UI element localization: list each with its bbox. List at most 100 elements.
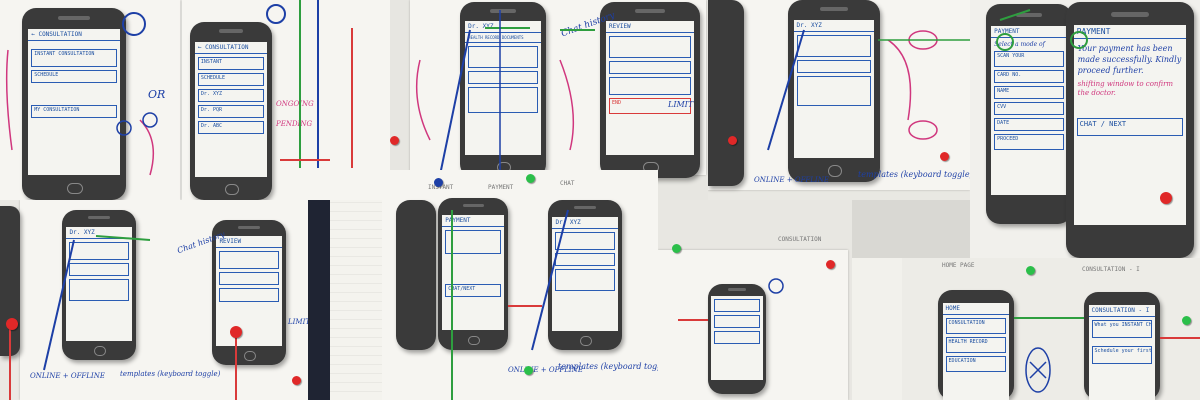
input-bar: [69, 262, 129, 276]
message-box: [445, 229, 501, 254]
pushpin: [230, 326, 242, 338]
pushpin: [1182, 316, 1191, 325]
annotation-strokes: [1014, 317, 1200, 393]
annotation-strokes: [451, 209, 569, 400]
health-record-button: HEALTH RECORD: [945, 337, 1007, 354]
panel-payment-chat-sketch: INSTANT PAYMENT CHAT PAYMENT CHAT/NEXT D…: [382, 170, 658, 400]
online-note: ONLINE + OFFLINE: [754, 176, 829, 184]
name-field: NAME: [994, 86, 1064, 99]
phone-screen: [711, 296, 763, 380]
consultation-i-label: CONSULTATION - I: [1082, 266, 1140, 273]
success-text: Your payment has been made successfully.…: [1077, 44, 1182, 76]
phone-mockup: [708, 284, 766, 394]
list-row: [714, 331, 760, 345]
message-bubble: [468, 46, 538, 69]
phone-mockup: [396, 200, 436, 350]
templates-note: templates (keyboard toggle): [558, 362, 658, 371]
doctor-row: Dr. ABC: [197, 120, 265, 134]
phone-speaker: [87, 216, 111, 219]
input-bar: [219, 271, 279, 285]
card-field: CARD NO.: [994, 70, 1064, 83]
phone-speaker: [820, 7, 848, 11]
panel-chat-sketch-2: Dr. XYZ templates (keyboard toggle) ONLI…: [708, 0, 970, 200]
phone-mockup: ← CONSULTATION INSTANT CONSULTATION SCHE…: [22, 8, 126, 200]
chat-label: CHAT: [560, 180, 575, 187]
phone-home-button: [66, 182, 84, 195]
phone-screen: PAYMENT Your payment has been made succe…: [1073, 25, 1187, 225]
screen-tabs: HEALTH RECORD DOCUMENTS: [465, 33, 541, 44]
pushpin: [434, 178, 443, 187]
instant-box: INSTANT: [197, 56, 265, 70]
pushpin: [940, 152, 949, 161]
question-box: [609, 77, 691, 96]
phone-speaker: [490, 9, 516, 13]
screen-title: REVIEW: [216, 236, 282, 248]
list-row: [714, 299, 760, 313]
limit-note: LIMIT: [668, 100, 694, 109]
pushpin: [672, 244, 681, 253]
phone-mockup: PAYMENT Select a mode of SCAN YOUR CARD …: [986, 4, 1072, 224]
doctor-row: Dr. PQR: [197, 104, 265, 118]
annotation-strokes: [767, 29, 970, 151]
shifting-note: shifting window to confirm the doctor.: [1077, 80, 1174, 98]
white-pillar: [330, 200, 382, 400]
screen-title: ← CONSULTATION: [28, 29, 120, 42]
rating-box: [609, 36, 691, 59]
instant-chat-box: What you INSTANT CHAT with doctor?: [1091, 319, 1153, 338]
pushpin: [390, 136, 399, 145]
white-pillar: [852, 258, 902, 400]
rating-box: [219, 250, 279, 269]
consultation-button: CONSULTATION: [945, 318, 1007, 335]
screen-title: HOME: [942, 303, 1010, 316]
annotation-strokes: [415, 10, 595, 200]
phone-screen: REVIEW END: [606, 21, 694, 156]
pushpin: [728, 136, 737, 145]
pushpin: [292, 376, 301, 385]
phone-mockup: REVIEW: [212, 220, 286, 365]
keyboard-area: [555, 268, 615, 291]
phone-home-button: [579, 336, 593, 346]
consultation-label: CONSULTATION: [778, 236, 822, 243]
education-button: EDUCATION: [945, 356, 1007, 373]
phone-screen: PAYMENT Select a mode of SCAN YOUR CARD …: [991, 26, 1067, 196]
pushpin: [1026, 266, 1035, 275]
input-bar: [609, 61, 691, 75]
schedule-box: SCHEDULE: [197, 72, 265, 86]
phone-screen: HOME CONSULTATION HEALTH RECORD EDUCATIO…: [942, 303, 1010, 400]
phone-screen: Dr. XYZ: [66, 226, 132, 341]
list-row: [714, 315, 760, 329]
phone-speaker: [728, 288, 746, 291]
phone-mockup: REVIEW END: [600, 2, 700, 178]
instant-consultation-box: INSTANT CONSULTATION: [31, 49, 117, 68]
phone-screen: REVIEW: [216, 235, 282, 347]
templates-note: templates (keyboard toggle): [120, 370, 221, 378]
cvv-field: CVV: [994, 102, 1064, 115]
phone-speaker: [635, 9, 665, 13]
panel-consultation-sketch: ← CONSULTATION INSTANT CONSULTATION SCHE…: [0, 0, 390, 200]
keyboard-area: [796, 76, 872, 107]
my-consultation-box: MY CONSULTATION: [31, 105, 117, 119]
or-note: OR: [148, 88, 166, 101]
panel-chat-sketch: Dr. XYZ HEALTH RECORD DOCUMENTS REVIEW E…: [390, 0, 708, 200]
end-box: END: [609, 98, 691, 115]
doctor-row: Dr. XYZ: [197, 88, 265, 102]
screen-title: PAYMENT: [1073, 25, 1187, 40]
templates-note: templates (keyboard toggle): [858, 170, 970, 179]
screen-title: Dr. XYZ: [552, 217, 618, 229]
annotation-strokes: [996, 9, 1088, 51]
phone-screen: Dr. XYZ: [793, 20, 875, 159]
question-box: [219, 287, 279, 302]
phone-speaker: [573, 206, 597, 209]
payment-label: PAYMENT: [488, 184, 514, 191]
phone-home-button: [827, 165, 843, 177]
dark-strip: [308, 200, 330, 400]
phone-screen: ← CONSULTATION INSTANT CONSULTATION SCHE…: [28, 29, 120, 176]
phone-speaker: [1110, 12, 1150, 18]
phone-speaker: [1016, 12, 1042, 18]
input-bar: [796, 60, 872, 74]
phone-home-button: [468, 335, 480, 346]
annotation-strokes: [9, 235, 237, 400]
screen-title: Dr. XYZ: [465, 21, 541, 34]
online-note: ONLINE + OFFLINE: [30, 372, 105, 380]
pushpin: [1160, 192, 1172, 204]
